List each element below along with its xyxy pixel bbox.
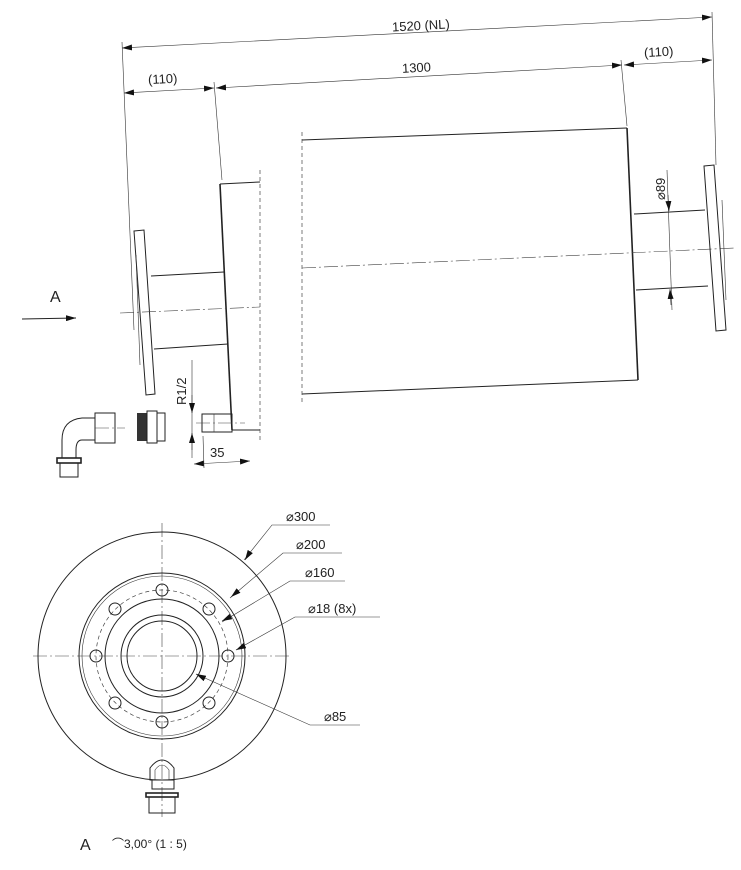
thread-size-label: R1/2 <box>174 378 189 405</box>
overall-length-label: 1520 (NL) <box>392 16 451 34</box>
bolt-holes <box>89 583 235 729</box>
extension-lines <box>121 11 717 331</box>
bolt-holes-label: ⌀18 (8x) <box>308 601 356 616</box>
flange-diameter-label: ⌀200 <box>296 537 326 552</box>
socket-offset-label: 35 <box>210 445 224 460</box>
pipe-diameter-label: ⌀89 <box>653 178 668 200</box>
elbow-fitting <box>56 412 125 478</box>
socket <box>196 413 245 433</box>
leaders <box>195 524 380 726</box>
dimension-body: 1300 <box>215 59 623 91</box>
nipple-fitting <box>137 410 166 444</box>
view-marker-label: A <box>50 289 61 306</box>
left-flange <box>119 229 261 396</box>
end-view-label: A <box>80 837 91 854</box>
dimension-socket-offset: 35 <box>193 435 251 469</box>
dimension-left-flange: (110) <box>123 71 215 96</box>
bolt-circle-label: ⌀160 <box>305 565 335 580</box>
bottom-elbow <box>145 759 179 814</box>
dimension-thread: R1/2 <box>174 360 195 458</box>
end-view-caption: ⌒3,00° (1 : 5) <box>112 837 187 851</box>
drum-body <box>301 127 736 405</box>
end-view <box>33 523 292 817</box>
body-length-label: 1300 <box>402 59 432 75</box>
view-arrow-a: A <box>21 289 77 322</box>
left-flange-length-label: (110) <box>148 71 178 88</box>
right-flange-length-label: (110) <box>644 44 674 61</box>
right-flange <box>633 164 727 332</box>
dimension-overall: 1520 (NL) <box>121 14 713 51</box>
dimension-right-flange: (110) <box>623 44 713 68</box>
bore-diameter-label: ⌀85 <box>324 709 346 724</box>
left-shell-segment <box>219 170 261 440</box>
outer-diameter-label: ⌀300 <box>286 509 316 524</box>
dimension-pipe-diameter: ⌀89 <box>653 169 674 311</box>
